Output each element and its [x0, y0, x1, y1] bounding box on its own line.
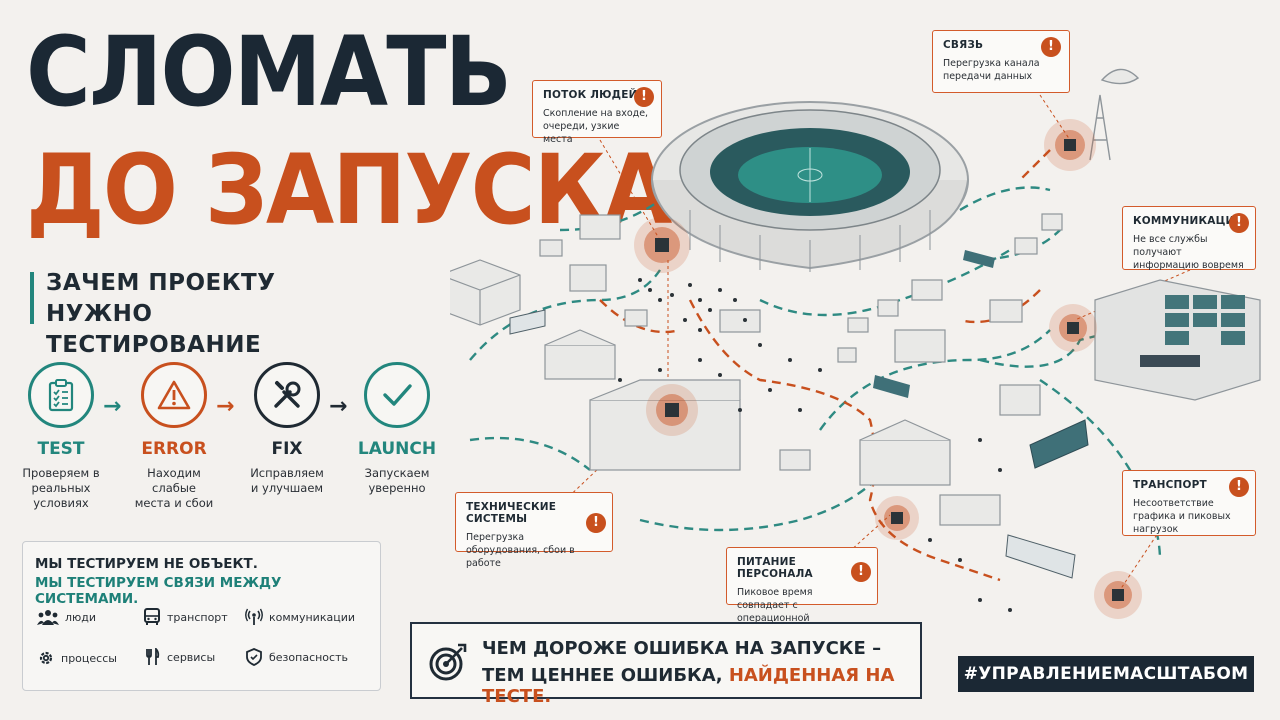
system-item: люди [37, 609, 96, 625]
arrow-right-icon: → [329, 394, 348, 419]
step-code: ERROR [141, 439, 207, 459]
callout-communication: КОММУНИКАЦИЯ Не все службы получают инфо… [1122, 206, 1256, 271]
infobox-line-1: МЫ ТЕСТИРУЕМ НЕ ОБЪЕКТ. [35, 556, 258, 572]
callout-description: Скопление на входе, очереди, узкие места [543, 108, 649, 145]
alert-icon: ! [851, 562, 871, 582]
step-fix: FIX Исправляем и улучшаем [247, 362, 327, 496]
system-label: коммуникации [269, 610, 355, 624]
target-icon [429, 643, 467, 681]
callout-staff-catering: ПИТАНИЕ ПЕРСОНАЛА Пиковое время совпадае… [726, 547, 878, 637]
callout-description: Несоответствие графика и пиковых нагрузо… [1133, 498, 1231, 535]
warning-triangle-icon [141, 362, 207, 428]
wrench-screwdriver-icon [254, 362, 320, 428]
system-item: транспорт [143, 608, 228, 626]
shield-icon [246, 648, 262, 666]
system-item: коммуникации [245, 608, 355, 626]
checkmark-icon [364, 362, 430, 428]
bus [509, 250, 1089, 579]
alert-icon: ! [1041, 37, 1061, 57]
hotspot-markers [634, 119, 1142, 619]
infobox-line-2: МЫ ТЕСТИРУЕМ СВЯЗИ МЕЖДУ СИСТЕМАМИ. [35, 575, 282, 607]
radio-tower [1089, 68, 1140, 161]
key-message-box: ЧЕМ ДОРОЖЕ ОШИБКА НА ЗАПУСКЕ – ТЕМ ЦЕННЕ… [410, 622, 922, 707]
stadium-scene-illustration [450, 68, 1261, 619]
arrow-right-icon: → [103, 394, 122, 419]
arrow-right-icon: → [216, 394, 235, 419]
alert-icon: ! [1229, 213, 1249, 233]
antenna-icon [245, 608, 263, 625]
callout-title: СВЯЗЬ [943, 39, 984, 51]
alert-icon: ! [586, 513, 606, 533]
gear-icon [39, 651, 53, 665]
systems-infobox: МЫ ТЕСТИРУЕМ НЕ ОБЪЕКТ. МЫ ТЕСТИРУЕМ СВЯ… [22, 541, 381, 691]
callout-title: КОММУНИКАЦИЯ [1133, 215, 1243, 227]
system-label: процессы [61, 651, 117, 665]
key-message-line-1: ЧЕМ ДОРОЖЕ ОШИБКА НА ЗАПУСКЕ – [482, 638, 882, 659]
control-room [1094, 279, 1261, 401]
step-launch: LAUNCH Запускаем уверенно [357, 362, 437, 496]
step-code: FIX [271, 439, 303, 459]
system-item: безопасность [245, 648, 348, 666]
step-test: TEST Проверяем в реальных условиях [21, 362, 101, 511]
step-description: Исправляем и улучшаем [250, 466, 324, 495]
callout-title: ТЕХНИЧЕСКИЕ СИСТЕМЫ [466, 501, 557, 525]
callout-connection: СВЯЗЬ Перегрузка канала передачи данных … [932, 30, 1070, 93]
step-code: TEST [37, 439, 85, 459]
alert-icon: ! [1229, 477, 1249, 497]
key-message-line-2: ТЕМ ЦЕННЕЕ ОШИБКА, НАЙДЕННАЯ НА ТЕСТЕ. [482, 665, 920, 707]
people-icon [37, 610, 59, 625]
key-message-prefix: ТЕМ ЦЕННЕЕ ОШИБКА, [482, 665, 729, 686]
callout-description: Перегрузка канала передачи данных [943, 58, 1040, 82]
step-description: Запускаем уверенно [364, 466, 430, 495]
step-code: LAUNCH [357, 439, 437, 459]
step-description: Находим слабые места и сбои [134, 466, 214, 510]
alert-icon: ! [634, 87, 654, 107]
callout-title: ТРАНСПОРТ [1133, 479, 1207, 491]
system-label: безопасность [269, 650, 348, 664]
clipboard-checklist-icon [28, 362, 94, 428]
step-error: ERROR Находим слабые места и сбои [134, 362, 214, 511]
callout-title: ПОТОК ЛЮДЕЙ [543, 89, 638, 101]
callout-description: Перегрузка оборудования, сбои в работе [466, 532, 575, 569]
system-item: сервисы [143, 648, 215, 666]
title-line-2: ДО ЗАПУСКА [26, 134, 672, 246]
system-label: сервисы [167, 650, 216, 664]
title-line-1: СЛОМАТЬ [26, 16, 512, 128]
system-label: транспорт [167, 610, 228, 624]
system-label: люди [65, 610, 97, 624]
callout-technical-systems: ТЕХНИЧЕСКИЕ СИСТЕМЫ Перегрузка оборудова… [455, 492, 613, 569]
key-message-highlight: НАЙДЕННАЯ НА ТЕСТЕ. [482, 665, 895, 707]
fork-knife-icon [146, 648, 160, 665]
callout-people-flow: ПОТОК ЛЮДЕЙ Скопление на входе, очереди,… [532, 80, 662, 145]
subtitle-accent-bar [30, 272, 34, 324]
subtitle: ЗАЧЕМ ПРОЕКТУ НУЖНО ТЕСТИРОВАНИЕ [46, 270, 276, 358]
hashtag-banner: #УПРАВЛЕНИЕМАСШТАБОМ [958, 656, 1254, 692]
step-description: Проверяем в реальных условиях [22, 466, 100, 510]
callout-transport: ТРАНСПОРТ Несоответствие графика и пиков… [1122, 470, 1256, 536]
callout-title: ПИТАНИЕ ПЕРСОНАЛА [737, 556, 813, 580]
callout-description: Не все службы получают информацию воврем… [1133, 234, 1244, 271]
bus-icon [144, 608, 160, 625]
system-item: процессы [37, 649, 117, 667]
stadium [651, 101, 969, 272]
